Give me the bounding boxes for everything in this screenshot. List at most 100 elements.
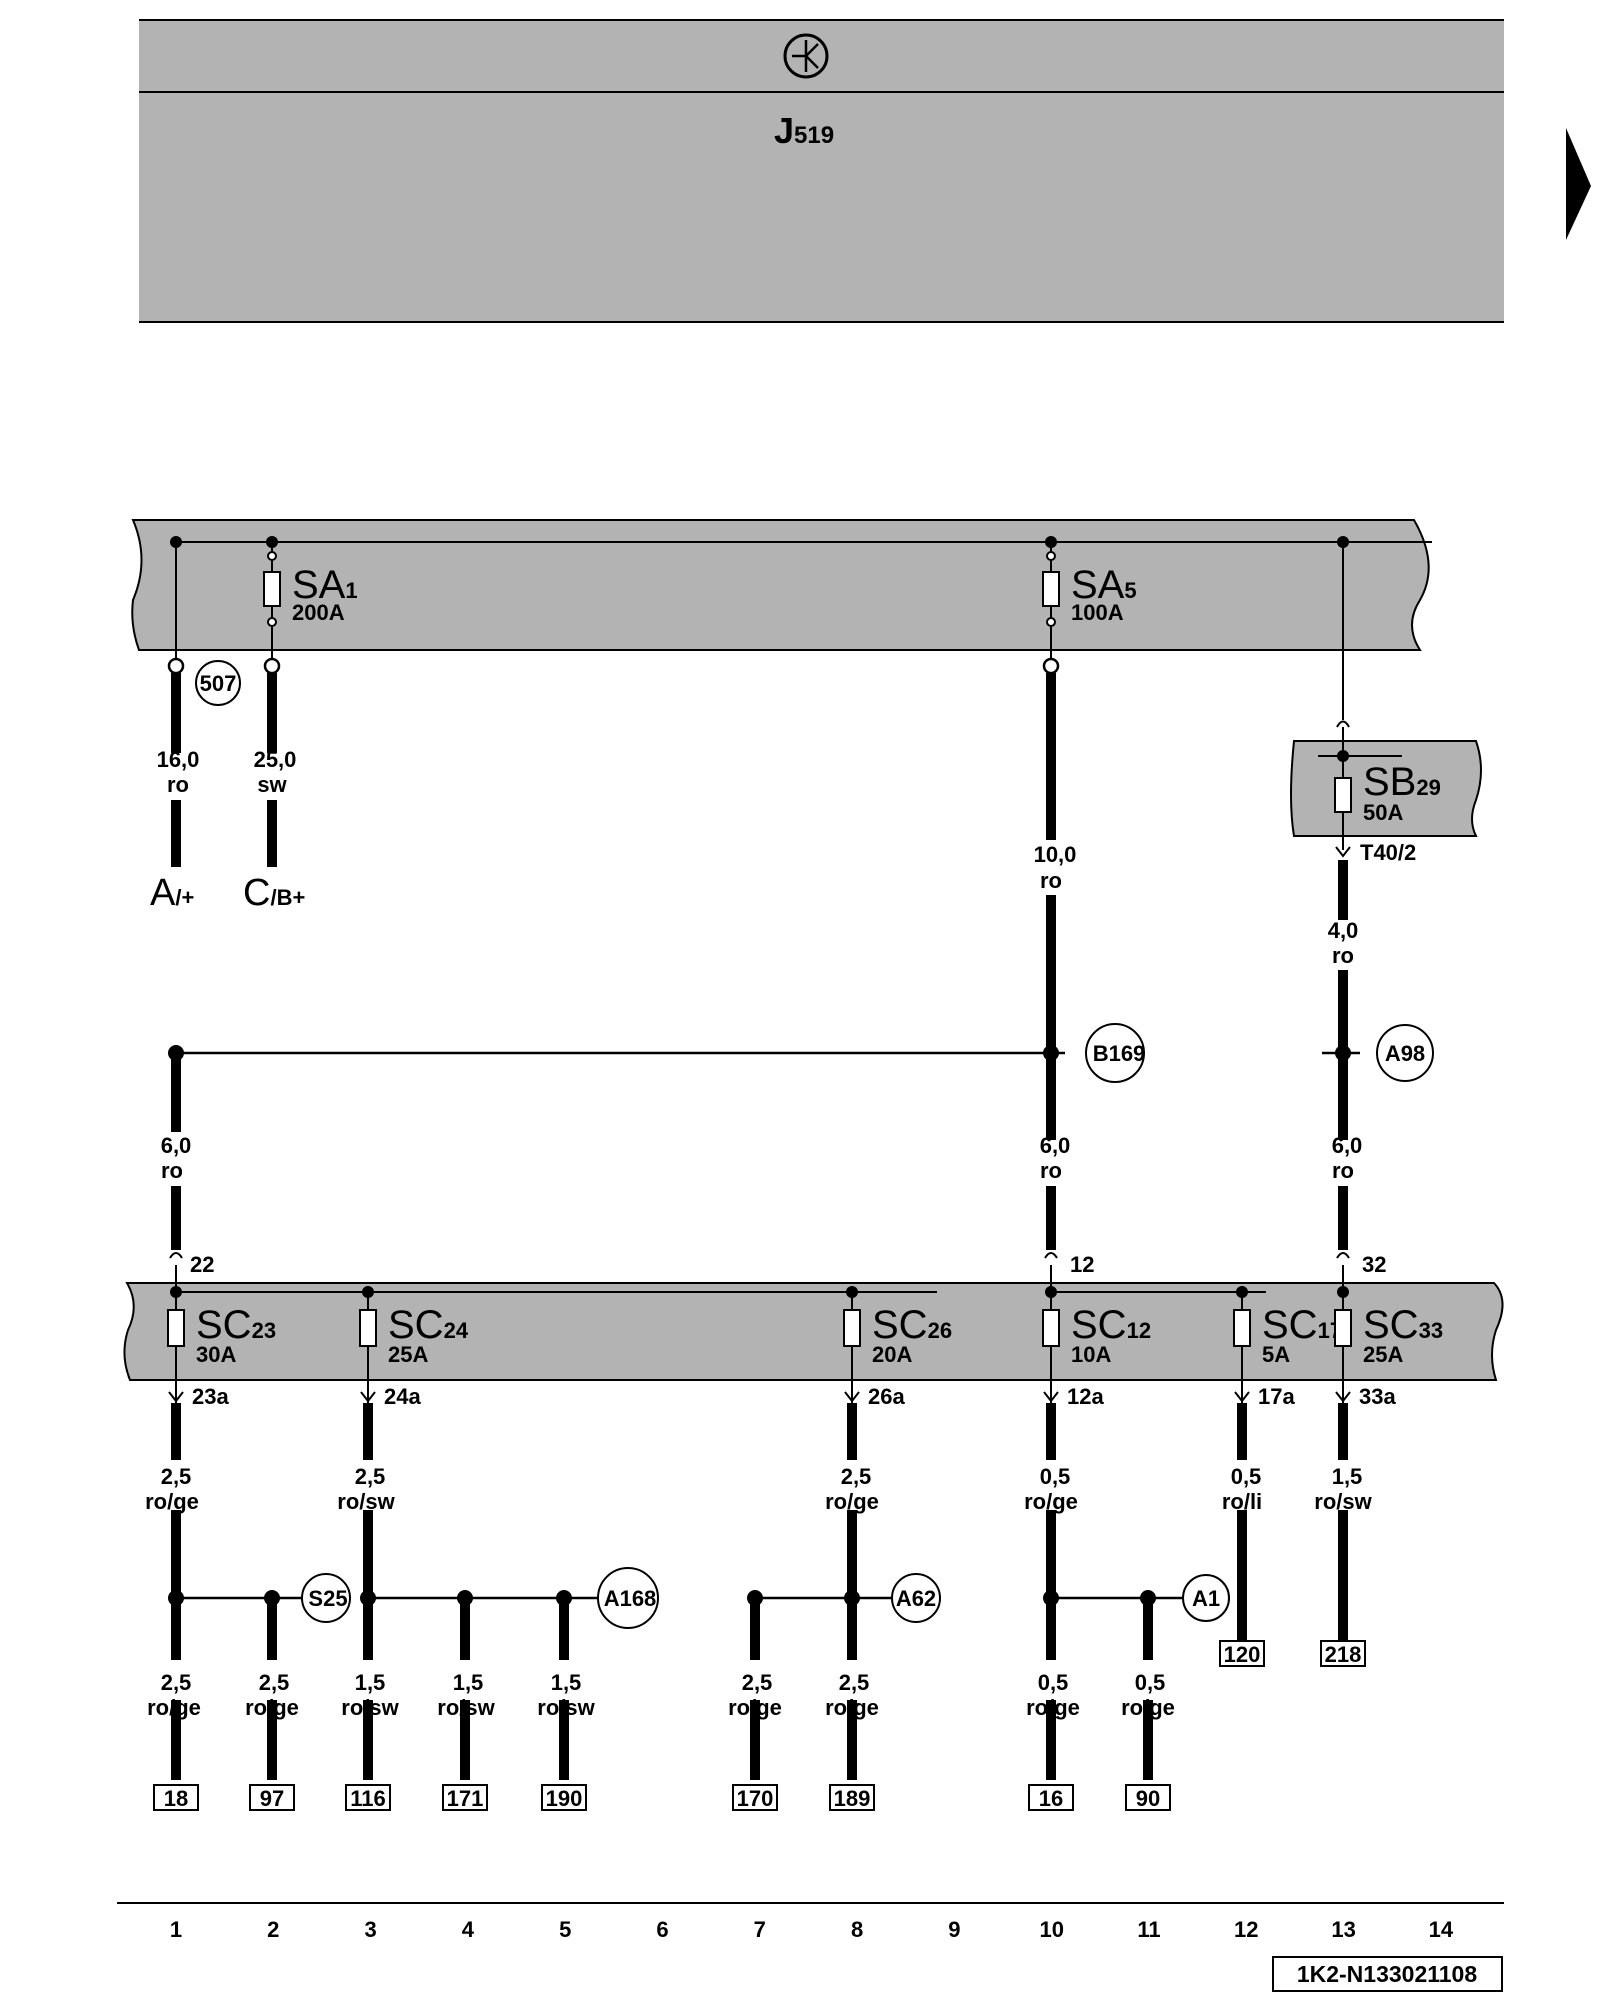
- fuse-box-sa: SA1 200A SA5 100A: [131, 519, 1432, 720]
- wire-size: 2,5: [259, 1670, 290, 1695]
- reference-number: 120: [1224, 1642, 1261, 1667]
- fuse-sub: 26: [928, 1318, 952, 1343]
- wires-upper: [171, 673, 1348, 1140]
- reference-box[interactable]: 16: [1028, 1784, 1074, 1811]
- svg-text:SC24: SC24: [388, 1303, 469, 1347]
- wire-size: 2,5: [355, 1464, 386, 1489]
- wire-size: 6,0: [161, 1133, 192, 1158]
- fuse-rating: 20A: [872, 1342, 912, 1367]
- fuse-label: SC: [1363, 1303, 1419, 1347]
- splice-a168: A168: [360, 1567, 659, 1629]
- wire-color: ro/ge: [1026, 1695, 1080, 1720]
- fuse-rating: 100A: [1071, 600, 1124, 625]
- wire-color: ro/ge: [147, 1695, 201, 1720]
- wires-mid: [171, 1053, 1348, 1250]
- track-number: 8: [851, 1917, 863, 1942]
- continuation-arrow-icon[interactable]: [1566, 128, 1591, 240]
- track-number: 11: [1137, 1917, 1160, 1942]
- splice-a62: A62: [747, 1573, 941, 1623]
- drawing-id-box: 1K2-N133021108: [1272, 1956, 1503, 1992]
- reference-box[interactable]: 18: [153, 1784, 199, 1811]
- wire-color: ro: [1040, 868, 1062, 893]
- wire-color: ro/sw: [341, 1695, 399, 1720]
- fuse-label: SC: [196, 1303, 252, 1347]
- drawing-id: 1K2-N133021108: [1297, 1961, 1478, 1987]
- reference-boxes: 18 97 116 171 190 170 189 16 90 120 218: [153, 1640, 1366, 1811]
- track-number: 2: [267, 1917, 279, 1942]
- fuse-sub: 24: [444, 1318, 469, 1343]
- fuse-rating: 25A: [388, 1342, 428, 1367]
- reference-number: 190: [546, 1786, 583, 1811]
- terminal-c: C/B+: [243, 872, 305, 914]
- track-number: 6: [656, 1917, 668, 1942]
- reference-box[interactable]: 120: [1219, 1640, 1265, 1667]
- fuse-label: SA: [292, 563, 346, 607]
- wire-color: ro: [1040, 1158, 1062, 1183]
- splice-s25: S25: [168, 1573, 351, 1623]
- track-number: 4: [462, 1917, 475, 1942]
- wire-color: ro: [167, 772, 189, 797]
- connection-point-b169: B169: [1093, 1041, 1146, 1066]
- wire-color: ro: [1332, 1158, 1354, 1183]
- sc-fuses: SC2330A23aSC2425A24aSC2620A26aSC1210A12a…: [167, 1286, 1443, 1409]
- fuse-sub: 29: [1416, 775, 1440, 800]
- connection-point-a168: A168: [604, 1586, 657, 1611]
- wire-size: 6,0: [1040, 1133, 1071, 1158]
- track-number: 3: [364, 1917, 376, 1942]
- connection-point-s25: S25: [308, 1586, 347, 1611]
- reference-box[interactable]: 90: [1125, 1784, 1171, 1811]
- connection-point-507: 507: [195, 660, 241, 706]
- pin-out: 26a: [868, 1384, 905, 1409]
- track-number: 9: [948, 1917, 960, 1942]
- wire-size: 1,5: [453, 1670, 484, 1695]
- reference-box[interactable]: 97: [249, 1784, 295, 1811]
- fuse-rating: 50A: [1363, 800, 1403, 825]
- pin-out: 17a: [1258, 1384, 1295, 1409]
- wires-lower: [171, 1403, 1348, 1780]
- reference-box[interactable]: 218: [1320, 1640, 1366, 1667]
- reference-box[interactable]: 116: [345, 1784, 391, 1811]
- wire-color: ro/ge: [145, 1489, 199, 1514]
- reference-box[interactable]: 170: [732, 1784, 778, 1811]
- fuse-label: SC: [388, 1303, 444, 1347]
- connection-point-a62: A62: [896, 1586, 936, 1611]
- reference-number: 170: [737, 1786, 774, 1811]
- fuse-sub: 5: [1124, 578, 1136, 603]
- fuse-label: SC: [872, 1303, 928, 1347]
- pin-in: 22: [190, 1252, 214, 1277]
- wire-color: ro: [1332, 943, 1354, 968]
- reference-box[interactable]: 171: [442, 1784, 488, 1811]
- reference-number: 171: [447, 1786, 484, 1811]
- wire-size: 1,5: [551, 1670, 582, 1695]
- connection-point-a1: A1: [1192, 1586, 1220, 1611]
- wire-color: ro/ge: [1024, 1489, 1078, 1514]
- fuse-sa5: SA5 100A: [1042, 542, 1137, 668]
- branch-a98: A98: [1322, 1024, 1434, 1082]
- pin-out: 12a: [1067, 1384, 1104, 1409]
- reference-box[interactable]: 190: [541, 1784, 587, 1811]
- wire-color: ro/ge: [1121, 1695, 1175, 1720]
- wire-color: ro/sw: [437, 1695, 495, 1720]
- wire-color: ro/ge: [825, 1489, 879, 1514]
- reference-number: 90: [1136, 1786, 1160, 1811]
- svg-text:SC33: SC33: [1363, 1303, 1443, 1347]
- fuse-sa1: SA1 200A: [263, 542, 358, 668]
- wire-size: 2,5: [839, 1670, 870, 1695]
- wire-size: 1,5: [355, 1670, 386, 1695]
- wire-size: 6,0: [1332, 1133, 1363, 1158]
- pin-out: 33a: [1359, 1384, 1396, 1409]
- svg-text:SC26: SC26: [872, 1303, 952, 1347]
- reference-box[interactable]: 189: [829, 1784, 875, 1811]
- splice-a1: A1: [1043, 1574, 1230, 1622]
- fuse-rating: 5A: [1262, 1342, 1290, 1367]
- fuse-label: SC: [1071, 1303, 1127, 1347]
- wire-size: 2,5: [841, 1464, 872, 1489]
- fuse-rating: 10A: [1071, 1342, 1111, 1367]
- svg-text:SA5: SA5: [1071, 563, 1137, 607]
- fuse-box-sc: [123, 1265, 1504, 1381]
